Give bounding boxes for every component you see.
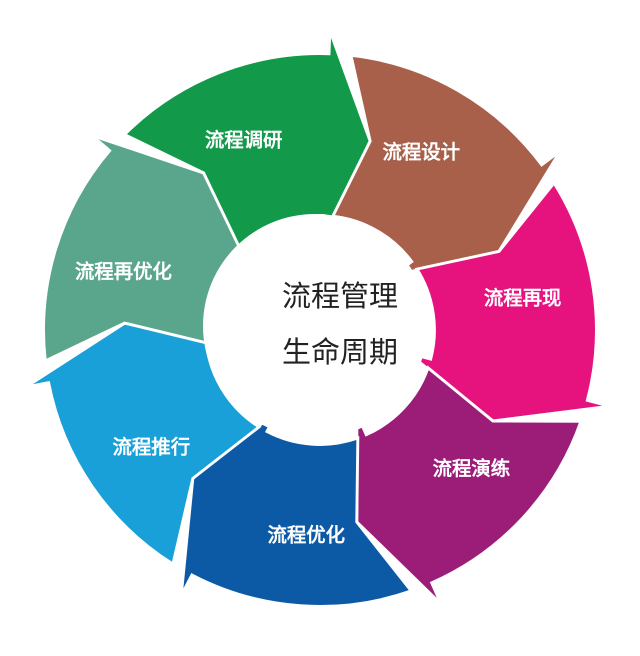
segment-label-design: 流程设计 bbox=[382, 140, 460, 163]
center-title-line1: 流程管理 bbox=[282, 279, 398, 313]
segment-arrow-optimize bbox=[179, 409, 414, 608]
segment-label-optimize: 流程优化 bbox=[267, 523, 345, 546]
segment-label-rollout: 流程推行 bbox=[113, 436, 191, 459]
segment-arrow-rehearsal bbox=[355, 365, 583, 606]
segment-arrow-rollout bbox=[25, 321, 262, 567]
segment-label-reoptimize: 流程再优化 bbox=[75, 260, 173, 283]
segment-arrow-design bbox=[330, 53, 562, 277]
center-title-line2: 生命周期 bbox=[282, 335, 398, 369]
center-hub bbox=[203, 214, 427, 438]
segment-label-research: 流程调研 bbox=[205, 128, 283, 151]
segment-arrow-reproduce bbox=[407, 180, 611, 423]
segment-label-rehearsal: 流程演练 bbox=[433, 457, 511, 480]
segment-label-reproduce: 流程再现 bbox=[484, 287, 562, 310]
